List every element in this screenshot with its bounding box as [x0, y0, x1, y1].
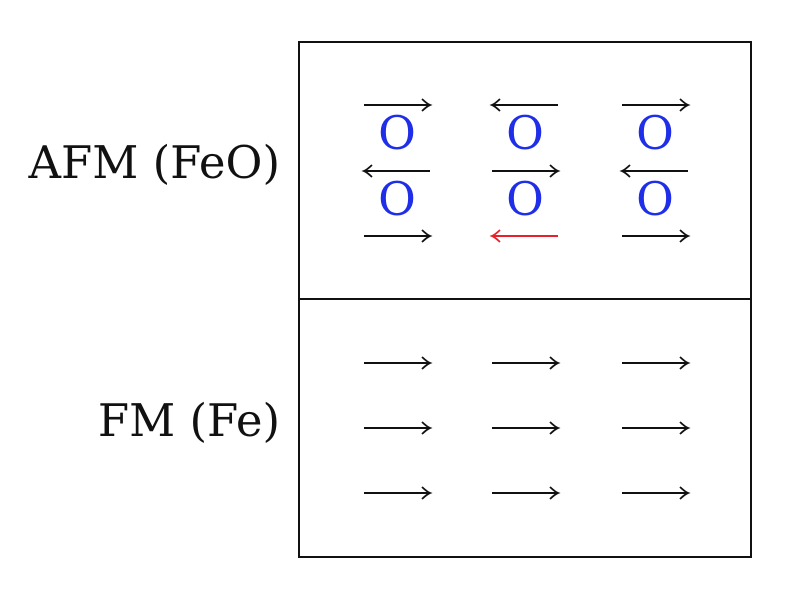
fm-panel	[298, 298, 752, 558]
oxygen-label: O	[636, 172, 674, 226]
spin-arrow	[492, 421, 561, 435]
spin-arrow	[492, 356, 561, 370]
spin-arrow	[492, 486, 561, 500]
oxygen-label: O	[378, 172, 416, 226]
afm-spin-grid	[361, 98, 691, 243]
spin-arrow	[364, 486, 433, 500]
spin-arrow	[622, 229, 691, 243]
spin-arrow	[492, 164, 561, 178]
spin-arrow	[619, 164, 688, 178]
spin-arrow	[364, 356, 433, 370]
spin-arrow	[622, 486, 691, 500]
spin-arrow	[489, 229, 558, 243]
spin-arrow	[489, 98, 558, 112]
oxygen-label: O	[506, 172, 544, 226]
oxygen-label: O	[378, 106, 416, 160]
spin-arrow	[364, 421, 433, 435]
spin-arrow	[364, 98, 433, 112]
spin-arrow	[622, 356, 691, 370]
spin-arrow	[622, 421, 691, 435]
fm-row-label: FM (Fe)	[97, 394, 280, 447]
spin-arrow	[364, 229, 433, 243]
spin-arrow	[361, 164, 430, 178]
fm-spin-grid	[364, 356, 691, 500]
afm-row-label: AFM (FeO)	[28, 136, 281, 189]
oxygen-label: O	[506, 106, 544, 160]
spin-arrow	[622, 98, 691, 112]
oxygen-label: O	[636, 106, 674, 160]
